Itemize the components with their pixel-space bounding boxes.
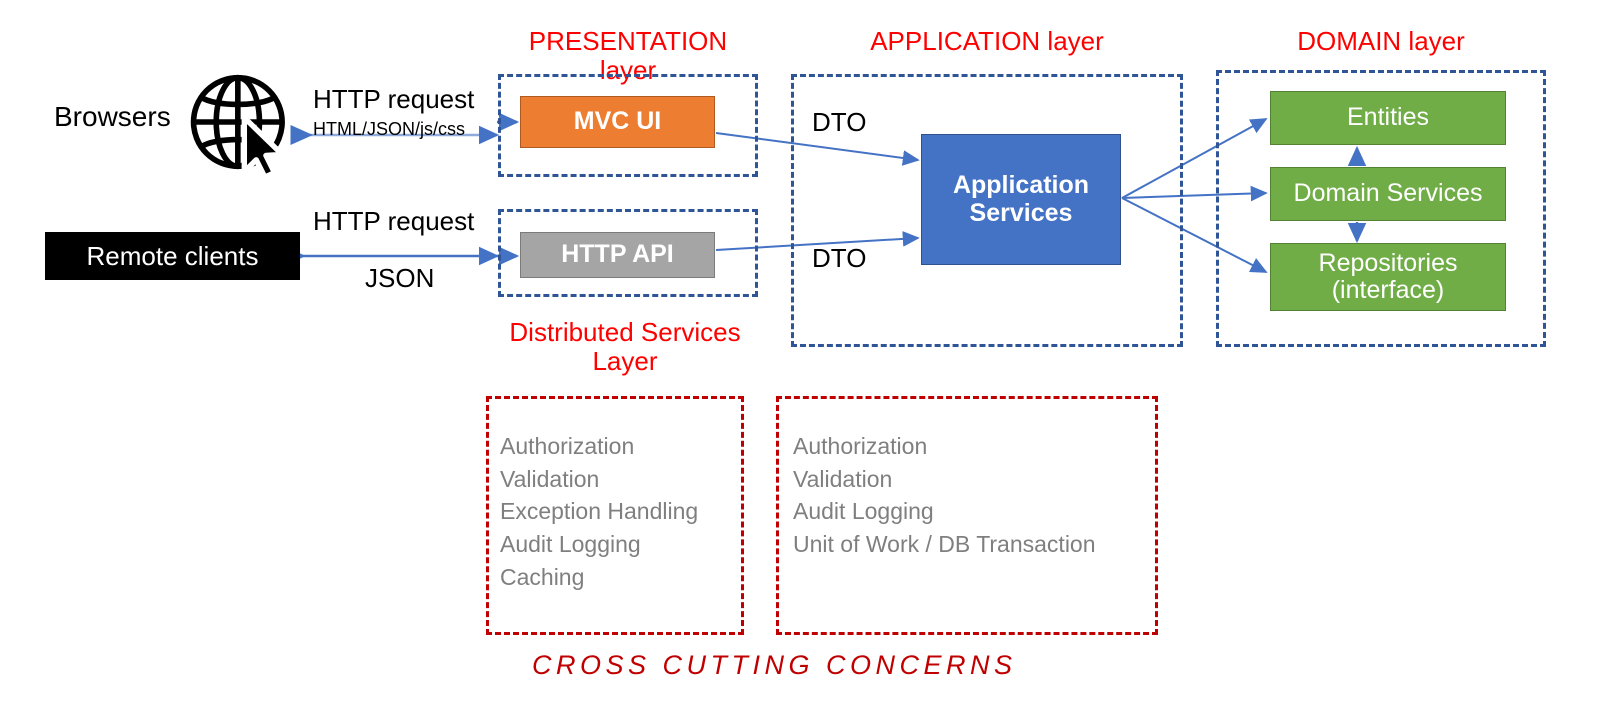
browsers-label: Browsers (54, 101, 171, 132)
application-services-node[interactable]: Application Services (921, 134, 1121, 265)
presentation-layer-box (498, 74, 758, 177)
dto-label-bottom: DTO (812, 243, 867, 273)
remote-http-request-label: HTTP request (313, 206, 475, 236)
domain-layer-caption: DOMAIN layer (1297, 26, 1465, 56)
application-crosscutting-box (776, 396, 1158, 635)
distributed-services-layer-caption: Distributed Services Layer (509, 317, 741, 377)
application-layer-box (791, 74, 1183, 347)
entities-node[interactable]: Entities (1270, 91, 1506, 145)
application-crosscutting-list: Authorization Validation Audit Logging U… (793, 433, 1096, 557)
repositories-node[interactable]: Repositories (interface) (1270, 243, 1506, 311)
browser-http-request-label: HTTP request (313, 84, 475, 114)
distributed-services-layer-box (498, 209, 758, 297)
http-api-node[interactable]: HTTP API (520, 232, 715, 278)
mvc-ui-node[interactable]: MVC UI (520, 96, 715, 148)
application-services-label: Application Services (952, 171, 1090, 227)
repositories-label: Repositories (interface) (1318, 248, 1458, 304)
remote-clients-node[interactable]: Remote clients (45, 232, 300, 280)
distributed-crosscutting-list: Authorization Validation Exception Handl… (500, 433, 699, 590)
distributed-crosscutting-box (486, 396, 744, 635)
presentation-layer-caption: PRESENTATION layer (528, 26, 728, 86)
domain-services-node[interactable]: Domain Services (1270, 167, 1506, 221)
dto-label-top: DTO (812, 107, 867, 137)
remote-response-label: JSON (365, 263, 435, 293)
cross-cutting-concerns-footer: CROSS CUTTING CONCERNS (532, 650, 1017, 680)
globe-with-cursor-icon (190, 74, 285, 176)
domain-layer-box (1216, 70, 1546, 347)
application-layer-caption: APPLICATION layer (870, 26, 1104, 56)
browser-response-label: HTML/JSON/js/css (313, 119, 466, 139)
